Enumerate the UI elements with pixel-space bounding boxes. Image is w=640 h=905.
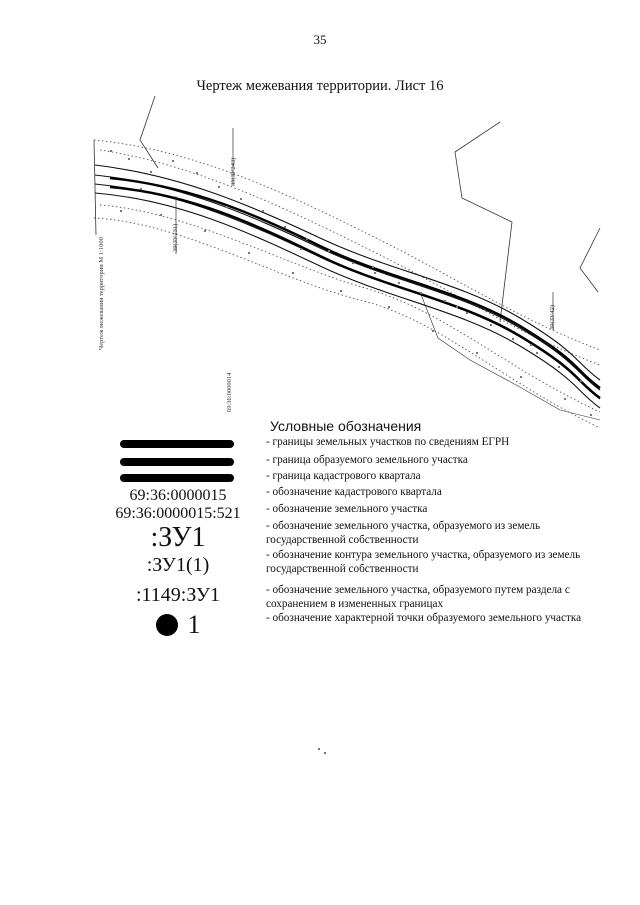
legend-description: - границы земельных участков по сведения… (266, 436, 510, 448)
legend-heading: Условные обозначения (270, 418, 422, 434)
quarter-boundary-symbol (120, 474, 234, 482)
parcel-code-symbol: 69:36:0000015:521 (115, 505, 241, 522)
parcel-contour-code-symbol: :ЗУ1(1) (146, 554, 210, 576)
cadastral-quarter-label: 69:36:0000014 (226, 372, 233, 412)
page-title: Чертеж межевания территории. Лист 16 (196, 78, 444, 94)
new-parcel-code-symbol: :ЗУ1 (150, 522, 206, 553)
legend-description: - обозначение кадастрового квартала (266, 486, 442, 498)
legend-description: - граница кадастрового квартала (266, 470, 421, 482)
legend-description: - обозначение земельного участка (266, 503, 428, 515)
legend-description: - обозначение контура земельного участка… (266, 549, 581, 575)
legend-description: - обозначение земельного участка, образу… (266, 584, 570, 610)
new-parcel-boundary-symbol (120, 458, 234, 466)
split-parcel-code-symbol: :1149:ЗУ1 (135, 584, 221, 606)
page-number: 35 (313, 32, 327, 47)
legend-description: - обозначение земельного участка, образу… (266, 520, 541, 546)
legend-description: - граница образуемого земельного участка (266, 454, 468, 466)
point-number: 1 (187, 610, 201, 639)
quarter-code-symbol: 69:36:0000015 (129, 487, 227, 504)
egrn-boundary-symbol (120, 440, 234, 448)
point-dot-icon (155, 614, 178, 637)
plot-label: 39(ЗУ243) (230, 157, 237, 186)
boundary-point-symbol: 1 (80, 610, 276, 640)
plot-label: 39(ЗУ42) (549, 304, 556, 330)
map-side-label: Чертеж межевания территории М 1:1000 (98, 237, 105, 350)
legend-description: - обозначение характерной точки образуем… (266, 612, 582, 624)
plot-label: 39(ЗУ131) (172, 223, 179, 252)
